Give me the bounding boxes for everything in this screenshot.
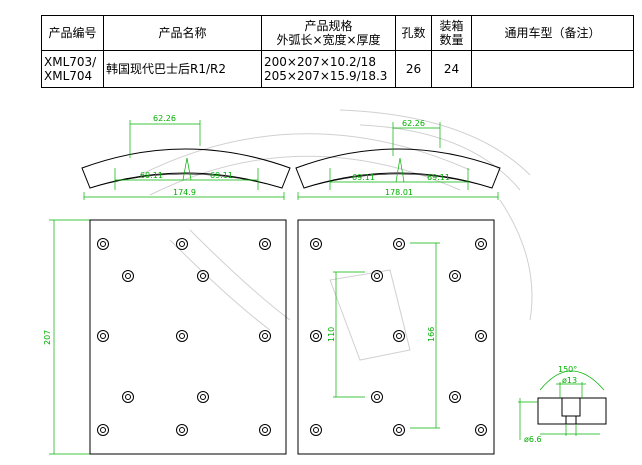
table-header-row: 产品编号 产品名称 产品规格外弧长×宽度×厚度 孔数 装箱数量 通用车型（备注） <box>41 15 634 51</box>
rivet-hole-inner <box>100 333 106 339</box>
rivet-hole <box>310 238 322 250</box>
rivet-hole-inner <box>374 394 380 400</box>
width-dimension <box>49 219 90 455</box>
rivet-hole-inner <box>179 241 185 247</box>
rivet-hole-inner <box>179 333 185 339</box>
rivet-hole-inner <box>374 273 380 279</box>
right-chord-dim: 62.26 <box>402 119 425 128</box>
right-plate: 110 166 <box>297 219 495 455</box>
rivet-hole-inner <box>478 333 484 339</box>
right-arc-outline <box>295 148 501 189</box>
hole-section-detail: 150° ø13 ø6.6 <box>518 365 607 444</box>
rivet-hole <box>259 330 271 342</box>
header-name: 产品名称 <box>103 15 262 51</box>
header-holes: 孔数 <box>395 15 432 51</box>
rivet-hole <box>371 270 383 282</box>
cell-vehicle <box>471 50 634 88</box>
header-code: 产品编号 <box>41 15 104 51</box>
rivet-hole-inner <box>262 333 268 339</box>
rivet-hole <box>310 330 322 342</box>
left-chord-dim: 62.26 <box>153 114 176 123</box>
cell-pack: 24 <box>431 50 472 88</box>
rivet-hole <box>176 424 188 436</box>
rivet-hole-inner <box>179 427 185 433</box>
right-seg-left-dim: 69.11 <box>352 173 375 182</box>
rivet-hole-inner <box>100 427 106 433</box>
rivet-hole <box>176 330 188 342</box>
rivet-hole <box>97 330 109 342</box>
left-seg-left-dim: 69.11 <box>140 171 163 180</box>
rivet-hole-inner <box>452 394 458 400</box>
rivet-hole <box>310 424 322 436</box>
left-total-dim: 174.9 <box>173 188 196 197</box>
rivet-hole-inner <box>100 241 106 247</box>
hole-small-dim: ø13 <box>562 376 577 385</box>
rivet-hole <box>393 238 405 250</box>
rivet-hole <box>259 424 271 436</box>
rivet-hole-inner <box>313 333 319 339</box>
rivet-hole-inner <box>125 394 131 400</box>
outer-dim-label: 166 <box>427 327 436 342</box>
rivet-hole-inner <box>125 273 131 279</box>
left-arc-view: 62.26 69.11 69.11 174.9 <box>81 114 291 200</box>
inner-dim-label: 110 <box>327 327 336 342</box>
right-arc-view: 62.26 69.11 69.11 178.01 <box>295 119 501 200</box>
spec-table: 产品编号 产品名称 产品规格外弧长×宽度×厚度 孔数 装箱数量 通用车型（备注）… <box>41 15 634 88</box>
left-plate-outline <box>89 219 287 455</box>
rivet-hole-inner <box>478 427 484 433</box>
rivet-hole-inner <box>396 427 402 433</box>
table-row: XML703/XML704 韩国现代巴士后R1/R2 200×207×10.2/… <box>41 50 634 88</box>
right-plate-outline <box>297 219 495 455</box>
right-total-dim: 178.01 <box>385 188 413 197</box>
rivet-hole-inner <box>313 427 319 433</box>
rivet-hole <box>475 424 487 436</box>
rivet-hole <box>197 270 209 282</box>
rivet-hole-inner <box>262 427 268 433</box>
rivet-hole <box>122 270 134 282</box>
rivet-hole <box>475 238 487 250</box>
left-seg-right-dim: 69.11 <box>210 171 233 180</box>
left-plate <box>89 219 287 455</box>
rivet-hole <box>449 391 461 403</box>
rivet-hole-inner <box>262 241 268 247</box>
rivet-hole <box>97 238 109 250</box>
cell-name: 韩国现代巴士后R1/R2 <box>103 50 262 88</box>
rivet-hole-inner <box>452 273 458 279</box>
right-seg-right-dim: 69.11 <box>427 173 450 182</box>
angle-dim: 150° <box>558 365 577 374</box>
rivet-hole-inner <box>200 273 206 279</box>
header-vehicle: 通用车型（备注） <box>471 15 634 51</box>
rivet-hole <box>176 238 188 250</box>
rivet-hole <box>475 330 487 342</box>
rivet-hole-inner <box>396 333 402 339</box>
rivet-hole <box>259 238 271 250</box>
rivet-hole <box>97 424 109 436</box>
watermark-sketch <box>139 109 533 361</box>
rivet-hole-inner <box>313 241 319 247</box>
width-dim-label: 207 <box>43 330 52 345</box>
rivet-hole <box>371 391 383 403</box>
rivet-hole-inner <box>478 241 484 247</box>
cell-code: XML703/XML704 <box>41 50 104 88</box>
rivet-hole <box>449 270 461 282</box>
rivet-hole <box>122 391 134 403</box>
rivet-hole <box>393 330 405 342</box>
rivet-hole-inner <box>396 241 402 247</box>
rivet-hole-inner <box>200 394 206 400</box>
rivet-hole <box>393 424 405 436</box>
rivet-hole <box>197 391 209 403</box>
hole-large-dim: ø6.6 <box>524 435 542 444</box>
